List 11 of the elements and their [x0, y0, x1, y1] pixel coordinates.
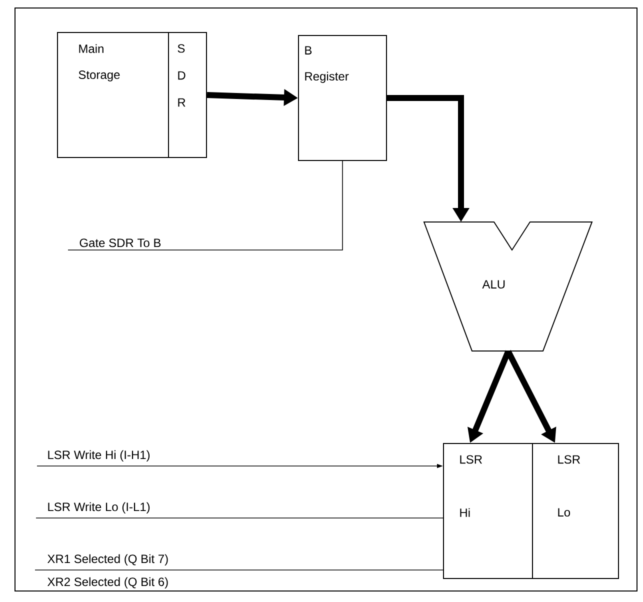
register-box: LSR Lo	[532, 442, 619, 579]
signal-label: XR1 Selected (Q Bit 7)	[47, 554, 168, 566]
register-strip: S D R	[168, 32, 207, 158]
signal-label: LSR Write Lo (I-L1)	[48, 502, 150, 514]
signal-label: LSR Write Hi (I-H1)	[48, 450, 150, 462]
register-box: B Register	[298, 35, 387, 161]
signal-label: Gate SDR To B	[80, 238, 161, 248]
register-box: LSR Hi	[443, 442, 533, 579]
storage-box: Main Storage	[57, 32, 169, 158]
signal-line	[68, 160, 343, 250]
signal-label: XR2 Selected (Q Bit 6)	[47, 577, 168, 588]
